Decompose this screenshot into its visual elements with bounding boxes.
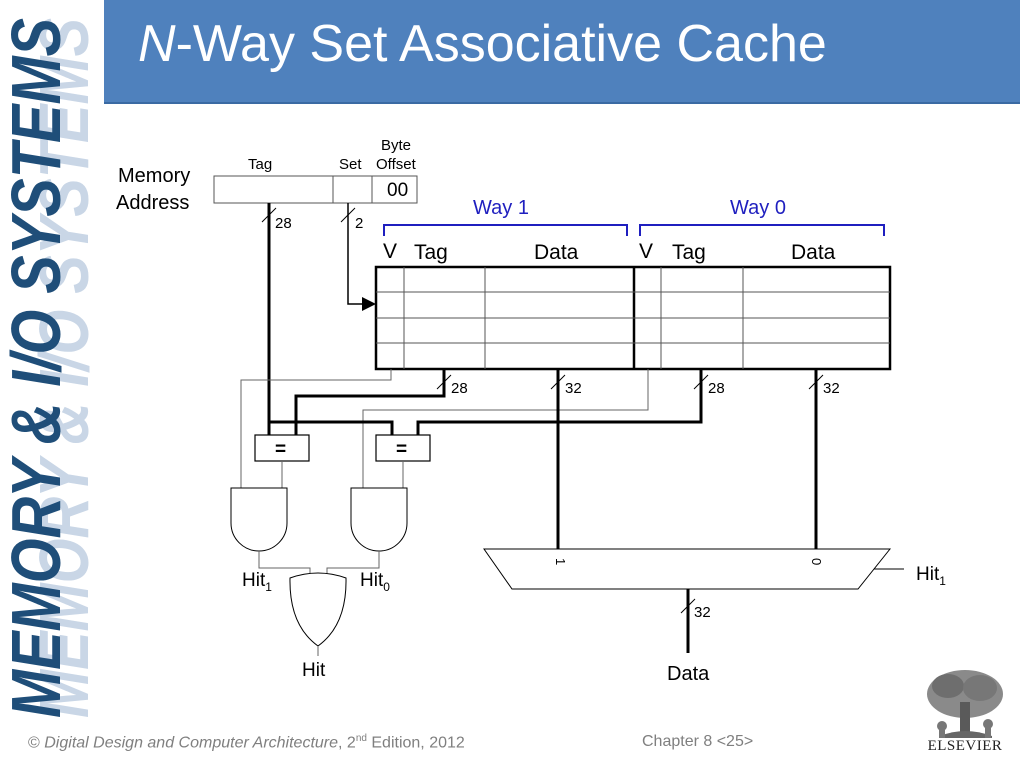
and-gate-0	[350, 487, 408, 552]
set-bus-width: 2	[355, 215, 363, 232]
memory-address-label-2: Address	[116, 192, 189, 214]
tag-bus-slash	[261, 207, 277, 223]
tag-bus-width: 28	[275, 215, 292, 232]
mux-select-sub: 1	[939, 574, 946, 588]
hit0-label-base: Hit	[360, 570, 384, 591]
set-line	[347, 203, 365, 305]
way1-label: Way 1	[473, 197, 529, 219]
output-mux	[483, 548, 892, 590]
edition-superscript: nd	[355, 733, 367, 744]
footer-citation: © Digital Design and Computer Architectu…	[28, 733, 465, 752]
sidebar: MEMORY & I/O SYSTEMS MEMORY & I/O SYSTEM…	[0, 18, 100, 718]
sidebar-title: MEMORY & I/O SYSTEMS	[0, 18, 75, 718]
copyright-symbol: ©	[28, 734, 40, 752]
title-bar: N-Way Set Associative Cache	[104, 0, 1020, 104]
way1-tag-bus-width: 28	[451, 380, 468, 397]
hit1-label-sub: 1	[265, 580, 272, 594]
edition-suffix: Edition, 2012	[366, 734, 465, 752]
comparator-0-symbol: =	[396, 439, 407, 460]
offset-field-label: Offset	[376, 156, 417, 173]
byte-field-label: Byte	[381, 137, 411, 154]
way1-tag-header: Tag	[414, 241, 448, 264]
way0-tag-header: Tag	[672, 241, 706, 264]
hit1-label-base: Hit	[242, 570, 266, 591]
mux-input-1-label: 1	[553, 558, 568, 565]
way0-valid-wire	[362, 369, 649, 488]
sidebar-title-reflection: MEMORY & I/O SYSTEMS	[25, 18, 100, 718]
way1-data-bus-width: 32	[565, 380, 582, 397]
title-prefix: N	[138, 15, 176, 73]
cache-array	[374, 265, 892, 371]
data-output-label: Data	[667, 663, 710, 685]
mux-select-base: Hit	[916, 564, 940, 585]
chapter-page: Chapter 8 <25>	[642, 733, 754, 750]
tag-field-label: Tag	[248, 156, 272, 173]
way0-label: Way 0	[730, 197, 786, 219]
comparator-0-box	[375, 434, 431, 462]
book-title: Digital Design and Computer Architecture	[44, 734, 339, 752]
mux-output-slash	[680, 598, 696, 614]
set-bus-slash	[340, 207, 356, 223]
memory-address: Memory Address Tag Set Byte Offset 00	[116, 137, 418, 214]
and-gate-1	[230, 487, 288, 552]
way1-tag-bus-slash	[436, 374, 452, 390]
way1-data-header: Data	[534, 241, 579, 264]
tag-to-comparator0	[269, 420, 394, 435]
byte-offset-value: 00	[387, 180, 408, 201]
way1-valid-wire	[240, 369, 392, 488]
title-rest: -Way Set Associative Cache	[175, 15, 827, 73]
memory-address-label-1: Memory	[118, 165, 190, 187]
slide-title: N-Way Set Associative Cache	[138, 14, 827, 74]
hit0-wire	[326, 551, 380, 578]
mux-output-width: 32	[694, 604, 711, 621]
mux-select-label: Hit1	[916, 564, 946, 588]
publisher-name: ELSEVIER	[927, 738, 1003, 754]
comparator-1-symbol: =	[275, 439, 286, 460]
way1-data-bus-slash	[550, 374, 566, 390]
way0-data-bus-slash	[808, 374, 824, 390]
mux-input-0-label: 0	[809, 558, 824, 565]
hit1-label: Hit1	[242, 570, 272, 594]
way0-data-header: Data	[791, 241, 836, 264]
way0-tag-bus-width: 28	[708, 380, 725, 397]
hit-label: Hit	[302, 660, 326, 681]
or-gate	[289, 572, 347, 647]
way0-tag-bus	[416, 369, 703, 435]
address-register	[213, 175, 418, 204]
hit0-label: Hit0	[360, 570, 390, 594]
hit0-label-sub: 0	[383, 580, 390, 594]
way0-v-header: V	[639, 240, 653, 263]
way1-v-header: V	[383, 240, 397, 263]
way0-bracket	[639, 224, 885, 236]
way1-bracket	[383, 224, 628, 236]
comparator-0: =	[375, 434, 431, 462]
set-field-label: Set	[339, 156, 362, 173]
way0-tag-bus-slash	[693, 374, 709, 390]
edition-prefix: , 2	[338, 734, 356, 752]
hit1-wire	[258, 551, 311, 578]
way1-tag-bus	[294, 369, 446, 435]
way0-data-bus-width: 32	[823, 380, 840, 397]
comparator-1: =	[254, 434, 310, 462]
set-arrowhead	[362, 297, 376, 311]
comparator-1-box	[254, 434, 310, 462]
elsevier-tree-logo	[927, 670, 1003, 738]
